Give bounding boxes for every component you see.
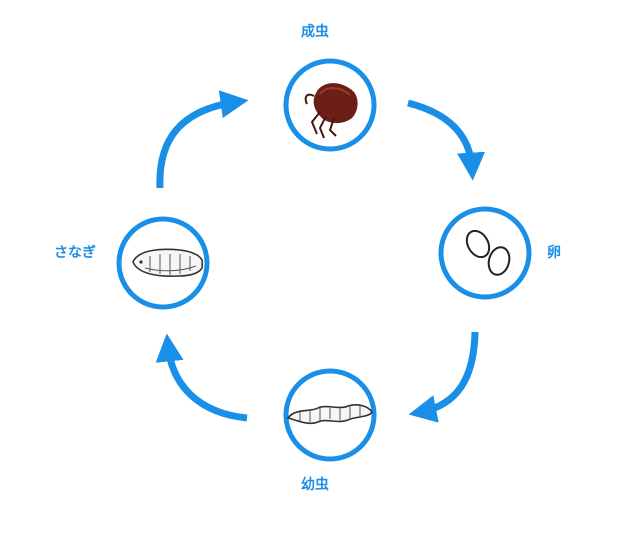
stage-label-egg: 卵 (547, 245, 561, 261)
flea-pupa-icon (132, 248, 204, 277)
stage-label-pupa: さなぎ (54, 245, 96, 261)
flea-adult-icon (304, 83, 358, 139)
flea-eggs-icon (465, 229, 511, 276)
stage-label-adult: 成虫 (301, 24, 329, 40)
arrow-pupa-to-adult (156, 90, 249, 189)
arrow-egg-to-larva (408, 331, 479, 423)
flea-larva-icon (286, 404, 373, 425)
arrow-adult-to-egg (407, 99, 486, 181)
arrow-larva-to-pupa (155, 333, 248, 422)
stage-label-larva: 幼虫 (301, 477, 329, 493)
